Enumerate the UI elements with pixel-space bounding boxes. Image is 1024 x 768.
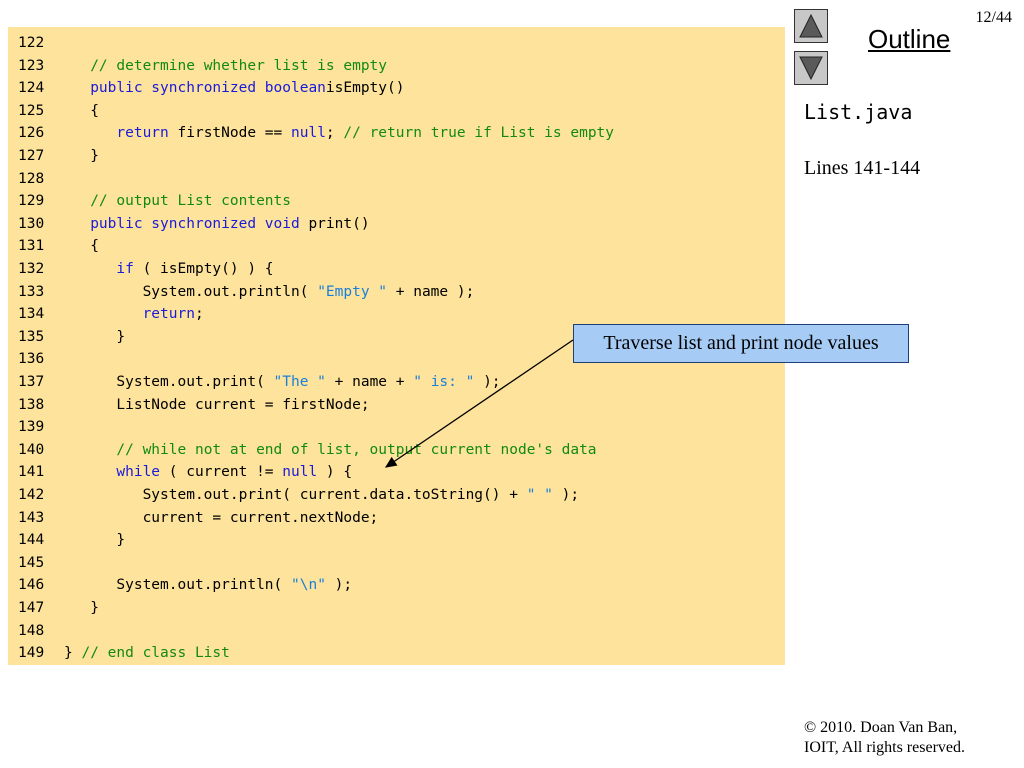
line-number: 123 bbox=[18, 57, 45, 74]
triangle-up-icon bbox=[799, 13, 823, 38]
code-text: System.out.println( "\n" ); bbox=[116, 577, 353, 594]
code-line: 143 current = current.nextNode; bbox=[18, 507, 378, 529]
code-line: 123 // determine whether list is empty bbox=[18, 55, 387, 77]
code-text: System.out.print( "The " + name + " is: … bbox=[116, 374, 501, 390]
code-line: 131 { bbox=[18, 235, 99, 257]
line-number: 131 bbox=[18, 238, 45, 255]
code-line: 137 System.out.print( "The " + name + " … bbox=[18, 371, 501, 393]
line-number: 141 bbox=[18, 464, 45, 481]
code-line: 129 // output List contents bbox=[18, 190, 291, 212]
code-text: public synchronized booleanisEmpty() bbox=[90, 80, 405, 97]
code-line: 127 } bbox=[18, 145, 99, 167]
code-line: 138 ListNode current = firstNode; bbox=[18, 394, 370, 416]
code-text: } // end class List bbox=[64, 645, 230, 662]
lines-label: Lines 141-144 bbox=[804, 157, 921, 179]
line-number: 139 bbox=[18, 419, 45, 436]
file-name: List.java bbox=[804, 100, 913, 124]
line-number: 148 bbox=[18, 622, 45, 639]
code-text: } bbox=[90, 600, 99, 616]
copyright-line-2: IOIT, All rights reserved. bbox=[804, 739, 965, 756]
code-text: } bbox=[116, 532, 126, 549]
outline-link[interactable]: Outline bbox=[868, 24, 951, 54]
line-number: 137 bbox=[18, 374, 45, 390]
line-number: 142 bbox=[18, 487, 45, 503]
code-text: ListNode current = firstNode; bbox=[116, 396, 370, 413]
next-slide-button[interactable] bbox=[794, 51, 828, 85]
code-text: } bbox=[90, 148, 99, 164]
code-line: 148 bbox=[18, 620, 64, 642]
code-line: 122 bbox=[18, 32, 64, 54]
code-text: if ( isEmpty() ) { bbox=[116, 261, 274, 277]
line-number: 125 bbox=[18, 102, 45, 119]
line-number: 134 bbox=[18, 306, 45, 323]
line-number: 135 bbox=[18, 328, 45, 345]
code-line: 136 bbox=[18, 348, 64, 370]
code-line: 130 public synchronized void print() bbox=[18, 213, 370, 235]
line-number: 149 bbox=[18, 645, 45, 662]
code-line: 133 System.out.println( "Empty " + name … bbox=[18, 281, 474, 303]
code-text: { bbox=[90, 238, 99, 255]
code-line: 135 } bbox=[18, 326, 125, 348]
line-number: 129 bbox=[18, 193, 45, 210]
code-line: 144 } bbox=[18, 529, 125, 551]
line-number: 138 bbox=[18, 396, 45, 413]
line-number: 127 bbox=[18, 148, 45, 164]
code-line: 145 bbox=[18, 552, 64, 574]
code-text: return; bbox=[142, 306, 204, 323]
line-number: 130 bbox=[18, 215, 45, 232]
code-text: while ( current != null ) { bbox=[116, 464, 353, 481]
code-line: 126 return firstNode == null; // return … bbox=[18, 122, 614, 144]
line-number: 147 bbox=[18, 600, 45, 616]
code-line: 142 System.out.print( current.data.toStr… bbox=[18, 484, 579, 506]
line-number: 124 bbox=[18, 80, 45, 97]
code-line: 125 { bbox=[18, 100, 99, 122]
code-line: 139 bbox=[18, 416, 64, 438]
line-number: 140 bbox=[18, 441, 45, 458]
code-text: public synchronized void print() bbox=[90, 215, 370, 232]
line-number: 145 bbox=[18, 554, 45, 571]
line-number: 144 bbox=[18, 532, 45, 549]
previous-slide-button[interactable] bbox=[794, 9, 828, 43]
line-number: 133 bbox=[18, 283, 45, 300]
slide-number: 12/44 bbox=[975, 9, 1012, 26]
code-text: System.out.println( "Empty " + name ); bbox=[142, 283, 475, 300]
code-text: // while not at end of list, output curr… bbox=[116, 441, 597, 458]
code-text: } bbox=[116, 328, 126, 345]
line-number: 143 bbox=[18, 509, 45, 526]
line-number: 122 bbox=[18, 35, 45, 51]
triangle-down-icon bbox=[799, 56, 823, 81]
line-number: 126 bbox=[18, 125, 45, 142]
code-text: System.out.print( current.data.toString(… bbox=[142, 487, 580, 503]
copyright-line-1: © 2010. Doan Van Ban, bbox=[804, 719, 958, 736]
code-line: 147 } bbox=[18, 597, 99, 619]
code-text: // determine whether list is empty bbox=[90, 57, 388, 74]
code-text: current = current.nextNode; bbox=[142, 509, 379, 526]
code-text: return firstNode == null; // return true… bbox=[116, 125, 615, 142]
line-number: 132 bbox=[18, 261, 45, 277]
code-line: 149 } // end class List bbox=[18, 642, 230, 664]
line-number: 136 bbox=[18, 351, 45, 368]
code-line: 132 if ( isEmpty() ) { bbox=[18, 258, 274, 280]
callout-box: Traverse list and print node values bbox=[573, 324, 909, 363]
code-text: // output List contents bbox=[90, 193, 291, 210]
line-number: 128 bbox=[18, 170, 45, 187]
code-line: 140 // while not at end of list, output … bbox=[18, 439, 597, 461]
copyright: © 2010. Doan Van Ban, IOIT, All rights r… bbox=[804, 718, 965, 758]
code-text: { bbox=[90, 102, 99, 119]
code-line: 134 return; bbox=[18, 303, 204, 325]
code-line: 141 while ( current != null ) { bbox=[18, 461, 352, 483]
code-line: 146 System.out.println( "\n" ); bbox=[18, 574, 352, 596]
line-number: 146 bbox=[18, 577, 45, 594]
code-line: 128 bbox=[18, 168, 64, 190]
code-line: 124 public synchronized booleanisEmpty() bbox=[18, 77, 404, 99]
